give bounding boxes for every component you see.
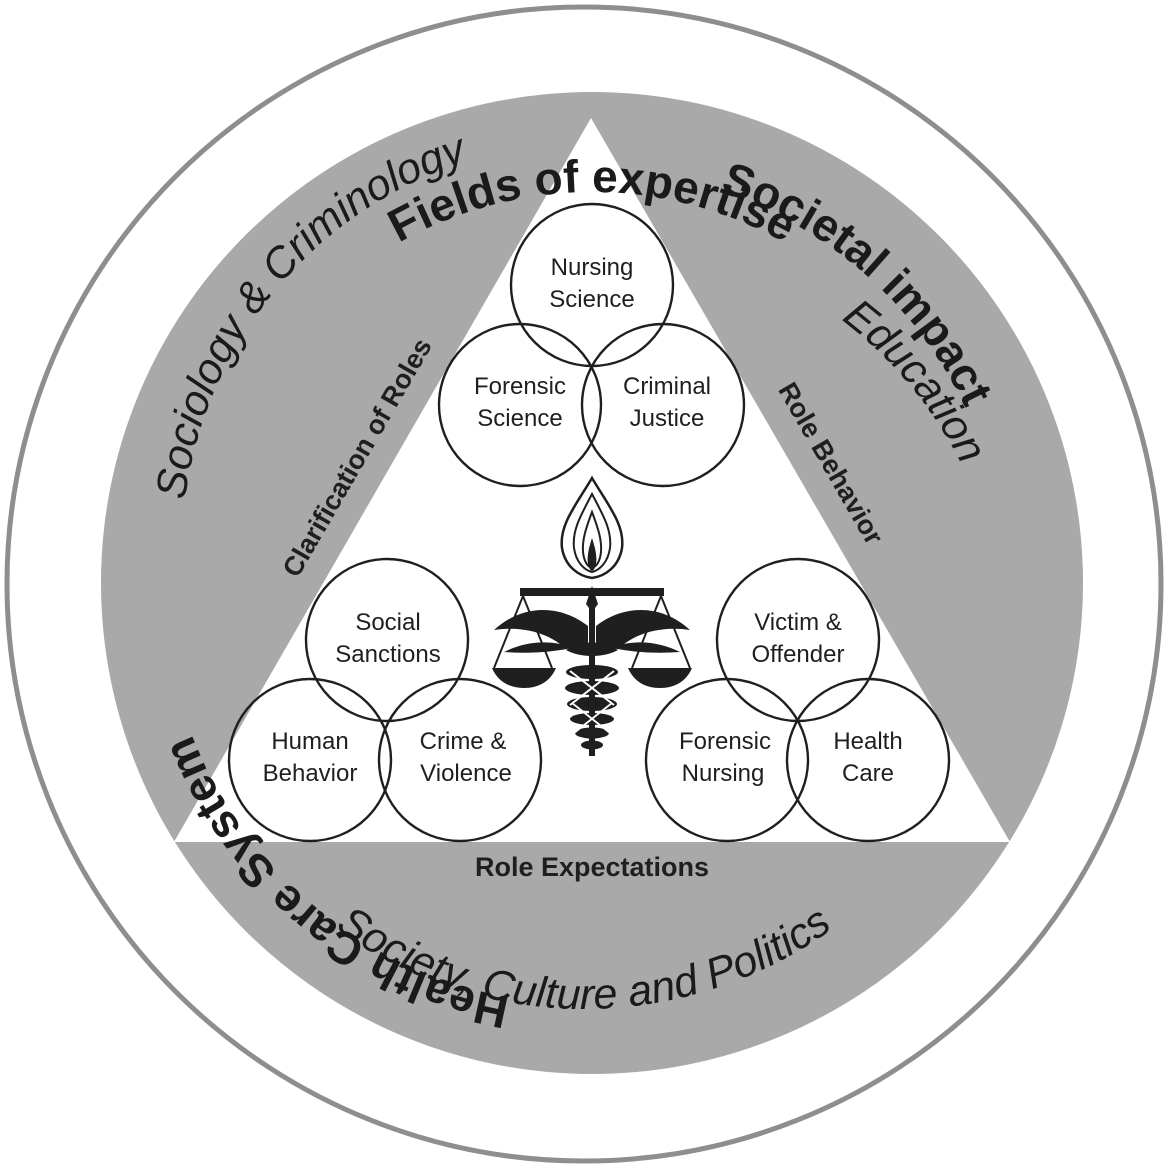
circle-label: Behavior <box>263 760 358 787</box>
venn-circle <box>644 677 810 843</box>
circle-label: Sanctions <box>335 641 440 668</box>
circle-label: Nursing <box>682 760 765 787</box>
cluster-top: Nursing Science Forensic Science Crimina… <box>437 202 746 488</box>
circle-label: Human <box>271 728 348 755</box>
circle-label: Justice <box>630 405 705 432</box>
circle-label: Offender <box>752 641 845 668</box>
flame-scales-caduceus-icon <box>492 475 692 756</box>
caduceus-icon <box>494 586 690 756</box>
circle-label: Health <box>833 728 902 755</box>
circle-label: Social <box>355 609 420 636</box>
circle-label: Science <box>549 286 634 313</box>
venn-circle <box>304 557 470 723</box>
circle-label: Criminal <box>623 373 711 400</box>
venn-circle <box>580 322 746 488</box>
cluster-bottom-right: Victim & Offender Forensic Nursing Healt… <box>644 557 951 843</box>
flame-icon <box>560 475 624 580</box>
circle-label: Crime & <box>420 728 507 755</box>
venn-circle <box>785 677 951 843</box>
venn-circle <box>437 322 603 488</box>
cluster-bottom-left: Social Sanctions Human Behavior Crime & … <box>227 557 543 843</box>
circle-label: Science <box>477 405 562 432</box>
circle-label: Forensic <box>679 728 771 755</box>
circle-label: Forensic <box>474 373 566 400</box>
circle-label: Violence <box>420 760 512 787</box>
venn-circle <box>377 677 543 843</box>
edge-label-bottom: Role Expectations <box>475 852 709 882</box>
circle-label: Victim & <box>754 609 842 636</box>
circle-label: Care <box>842 760 894 787</box>
venn-circle <box>227 677 393 843</box>
circle-label: Nursing <box>551 254 634 281</box>
